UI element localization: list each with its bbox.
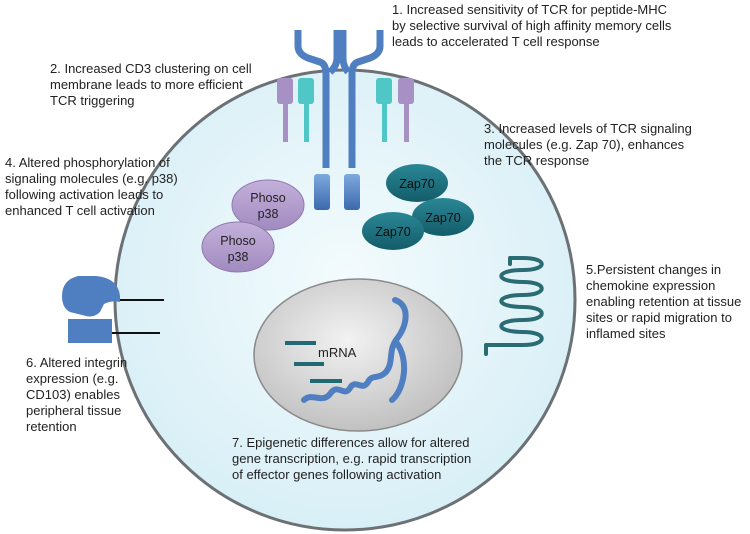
annotation-tcr-sensitivity-line-2: by selective survival of high affinity m… (392, 18, 672, 33)
phospho-p38-1: Phoso p38 (231, 179, 305, 231)
annotation-phosphorylation: 4. Altered phosphorylation of signaling … (5, 155, 178, 219)
annotation-epigenetic-line-2: gene transcription, e.g. rapid transcrip… (232, 451, 472, 466)
zap70-3-label: Zap70 (375, 225, 410, 239)
zap70-1-label: Zap70 (399, 177, 434, 191)
phospho-p38-2-line1: Phoso (220, 234, 255, 248)
annotation-cd3-clustering-line-2: membrane leads to more efficient (50, 77, 243, 92)
tcr-left-cytoplasmic-icon (314, 174, 330, 210)
annotation-integrin-line-2: expression (e.g. (26, 371, 119, 386)
phospho-p38-1-line2: p38 (258, 207, 279, 221)
chromatin-loop-icon (389, 339, 408, 403)
mrna-strands (285, 341, 342, 383)
annotation-phosphorylation-line-1: 4. Altered phosphorylation of (5, 155, 170, 170)
annotation-epigenetic: 7. Epigenetic differences allow for alte… (232, 435, 471, 483)
annotation-chemokine-line-5: inflamed sites (586, 326, 666, 341)
mrna-label: mRNA (318, 345, 357, 360)
annotation-chemokine-line-3: enabling retention at tissue (586, 294, 742, 309)
cd3-right-icon (376, 78, 414, 142)
phospho-p38-1-line1: Phoso (250, 191, 285, 205)
annotation-integrin-line-3: CD103) enables (26, 387, 120, 402)
zap70-2: Zap70 (412, 198, 474, 236)
zap70-1: Zap70 (386, 164, 448, 202)
annotation-phosphorylation-line-2: signaling molecules (e.g. p38) (5, 171, 178, 186)
annotation-tcr-sensitivity-line-3: leads to accelerated T cell response (392, 34, 600, 49)
zap70-2-label: Zap70 (425, 211, 460, 225)
annotation-chemokine-line-4: sites or rapid migration to (586, 310, 732, 325)
annotation-cd3-clustering-line-3: TCR triggering (50, 93, 135, 108)
annotation-integrin-line-4: peripheral tissue (26, 403, 122, 418)
nucleus (253, 278, 463, 432)
annotation-epigenetic-line-3: of effector genes following activation (232, 467, 442, 482)
annotation-chemokine-line-2: chemokine expression (586, 278, 716, 293)
annotation-cd3-clustering: 2. Increased CD3 clustering on cell memb… (50, 61, 252, 109)
annotation-integrin-line-1: 6. Altered integrin (26, 355, 128, 370)
annotation-phosphorylation-line-3: following activation leads to (5, 187, 164, 202)
annotation-tcr-sensitivity: 1. Increased sensitivity of TCR for pept… (392, 2, 671, 50)
annotation-chemokine: 5.Persistent changes in chemokine expres… (586, 262, 741, 342)
tcr-receptor-icon (294, 30, 384, 168)
phospho-p38-2: Phoso p38 (201, 221, 275, 273)
annotation-epigenetic-line-1: 7. Epigenetic differences allow for alte… (232, 435, 470, 450)
cd3-left-icon (277, 78, 314, 142)
tcr-right-cytoplasmic-icon (344, 174, 360, 210)
annotation-integrin: 6. Altered integrin expression (e.g. CD1… (26, 355, 127, 435)
annotation-chemokine-line-1: 5.Persistent changes in (586, 262, 722, 277)
annotation-signaling-levels: 3. Increased levels of TCR signaling mol… (484, 121, 692, 169)
chemokine-receptor-icon (484, 256, 544, 356)
annotation-signaling-levels-line-1: 3. Increased levels of TCR signaling (484, 121, 692, 136)
zap70-3: Zap70 (362, 212, 424, 250)
integrin-icon (62, 276, 164, 343)
annotation-signaling-levels-line-3: the TCR response (484, 153, 590, 168)
annotation-phosphorylation-line-4: enhanced T cell activation (5, 203, 155, 218)
phospho-p38-2-line2: p38 (228, 250, 249, 264)
annotation-integrin-line-5: retention (26, 419, 77, 434)
annotation-cd3-clustering-line-1: 2. Increased CD3 clustering on cell (50, 61, 252, 76)
annotation-signaling-levels-line-2: molecules (e.g. Zap 70), enhances (484, 137, 685, 152)
annotation-tcr-sensitivity-line-1: 1. Increased sensitivity of TCR for pept… (392, 2, 668, 17)
